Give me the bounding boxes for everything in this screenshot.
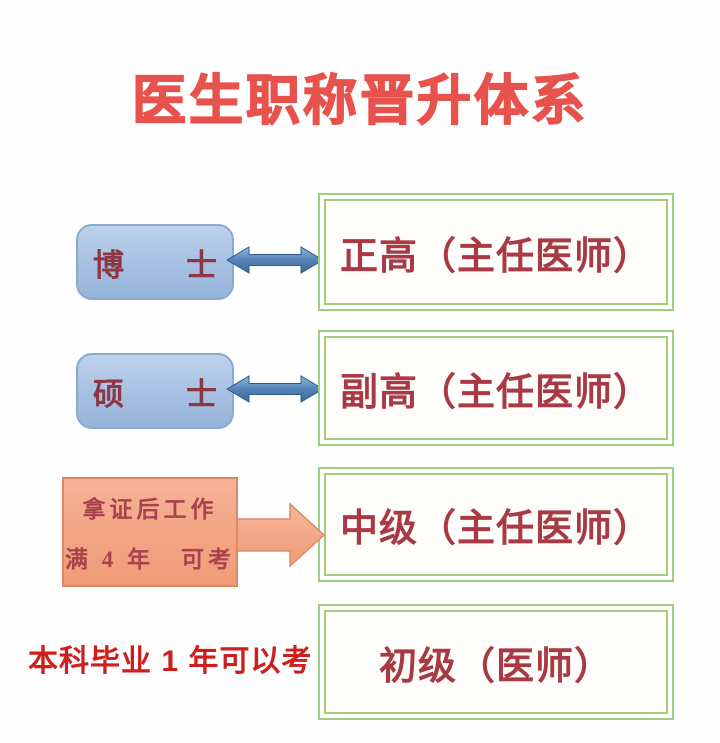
work-experience-line2: 满 4 年 可考 (65, 547, 235, 572)
senior-level-inner-border: 正高（主任医师） (324, 199, 668, 305)
phd-label: 博 士 (93, 247, 217, 283)
intermediate-level-box: 中级（主任医师） (318, 467, 674, 582)
double-arrow-icon (226, 375, 324, 403)
deputy-senior-level-label: 副高（主任医师） (339, 371, 652, 414)
junior-level-inner-border: 初级（医师） (324, 610, 668, 714)
double-arrow-icon (226, 246, 324, 274)
senior-level-box: 正高（主任医师） (318, 193, 674, 311)
junior-level-box: 初级（医师） (318, 604, 674, 720)
junior-level-label: 初级（医师） (378, 645, 613, 688)
deputy-senior-level-inner-border: 副高（主任医师） (324, 336, 668, 440)
work-experience-box: 拿证后工作 满 4 年 可考 (62, 477, 238, 587)
intermediate-level-label: 中级（主任医师） (339, 508, 652, 550)
intermediate-level-inner-border: 中级（主任医师） (324, 473, 668, 576)
deputy-senior-level-box: 副高（主任医师） (318, 330, 674, 446)
page-title: 医生职称晋升体系 (131, 70, 588, 132)
masters-label: 硕 士 (93, 376, 217, 412)
bachelor-note: 本科毕业 1 年可以考 (28, 645, 313, 678)
masters-box: 硕 士 (76, 353, 234, 429)
phd-box: 博 士 (76, 224, 234, 300)
work-experience-line1: 拿证后工作 (82, 497, 218, 522)
senior-level-label: 正高（主任医师） (339, 235, 652, 278)
block-arrow-icon (226, 502, 326, 568)
